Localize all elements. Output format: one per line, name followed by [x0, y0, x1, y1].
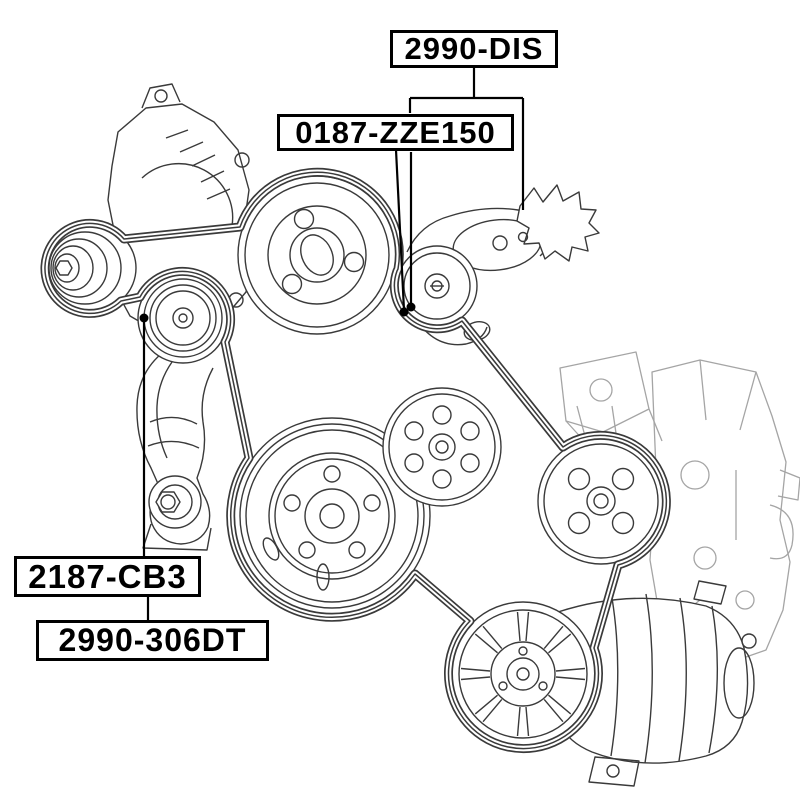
tensioner-coupling	[516, 184, 600, 262]
tensioner-assembly	[396, 184, 600, 346]
drive-belt	[40, 167, 671, 754]
tensioner-bolt	[155, 491, 181, 513]
callout-2187-cb3: 2187-CB3	[14, 556, 201, 597]
leader-lines	[142, 67, 525, 620]
dot-tensioner-pulley-2	[399, 307, 409, 317]
ac-compressor	[450, 580, 757, 787]
dot-belt-tensioner	[139, 313, 149, 323]
callout-2990-306dt: 2990-306DT	[36, 620, 269, 661]
idler-pulley	[382, 387, 502, 507]
dot-tensioner-pulley	[406, 302, 416, 312]
pulley-nut	[55, 260, 73, 276]
callout-0187-zze150: 0187-ZZE150	[277, 114, 514, 151]
crankshaft-pulley	[233, 417, 431, 615]
water-pump-pulley	[537, 437, 665, 565]
callout-2990-dis: 2990-DIS	[390, 30, 558, 68]
belt-rib	[44, 171, 668, 750]
callout-dots	[139, 302, 416, 323]
belt-tensioner	[136, 272, 229, 551]
